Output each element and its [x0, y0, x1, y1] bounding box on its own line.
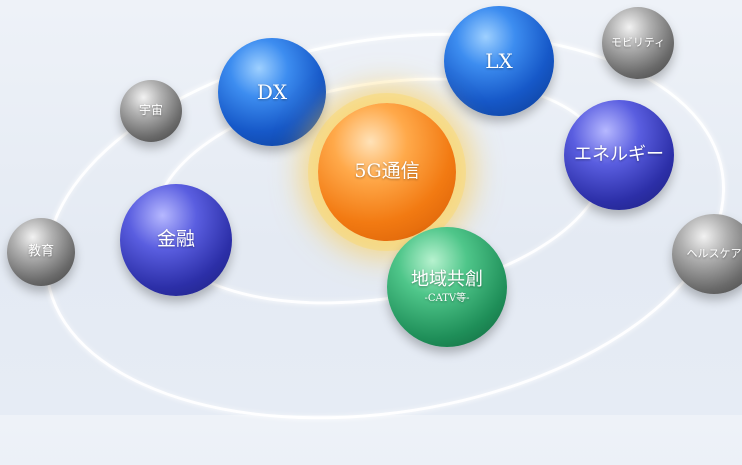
- sphere-mobility: モビリティ: [602, 7, 674, 79]
- sphere-5g-label: 5G通信: [354, 160, 420, 183]
- sphere-regional-label: 地域共創: [411, 268, 483, 290]
- sphere-lx-label: LX: [485, 48, 513, 73]
- sphere-healthcare-label: ヘルスケア: [686, 246, 742, 260]
- sphere-finance: 金融: [120, 184, 232, 296]
- ecosystem-diagram: 宇宙 教育 モビリティ ヘルスケア DX LX エネルギー 金融 5G通信 地域…: [7, 0, 742, 465]
- sphere-mobility-label: モビリティ: [610, 35, 666, 49]
- sphere-regional-sublabel: -CATV等-: [424, 292, 470, 304]
- sphere-dx-label: DX: [256, 79, 288, 104]
- sphere-energy-label: エネルギー: [574, 143, 664, 165]
- sphere-space: 宇宙: [120, 80, 182, 142]
- sphere-5g-center: 5G通信: [318, 103, 456, 241]
- sphere-regional-cocreation: 地域共創 -CATV等-: [387, 227, 507, 347]
- sphere-dx: DX: [218, 38, 326, 146]
- sphere-finance-label: 金融: [156, 228, 195, 251]
- sphere-education-label: 教育: [27, 243, 54, 259]
- sphere-lx: LX: [444, 6, 554, 116]
- sphere-education: 教育: [7, 218, 75, 286]
- sphere-energy: エネルギー: [564, 100, 674, 210]
- sphere-space-label: 宇宙: [138, 103, 163, 118]
- sphere-healthcare: ヘルスケア: [672, 214, 742, 294]
